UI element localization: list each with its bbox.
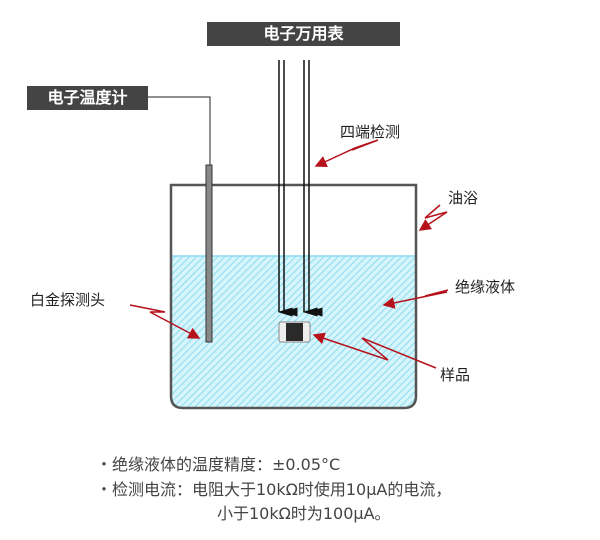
note-current-2: 小于10kΩ时为100μA。 xyxy=(217,504,391,523)
thermometer-label: 电子温度计 xyxy=(27,86,148,110)
sample-chip xyxy=(278,321,311,343)
sample-label: 样品 xyxy=(440,366,471,384)
platinum-probe-label: 白金探测头 xyxy=(30,291,106,309)
oil-bath-label: 油浴 xyxy=(448,189,479,207)
multimeter-label: 电子万用表 xyxy=(207,22,400,46)
arrow-sample xyxy=(312,332,437,369)
insulating-liquid-label: 绝缘液体 xyxy=(455,278,516,296)
arrow-platinum-probe xyxy=(129,304,201,339)
arrow-oil-bath xyxy=(418,204,448,231)
platinum-probe xyxy=(205,164,213,343)
arrow-insulating-liquid xyxy=(382,289,449,309)
four-terminal-label: 四端检测 xyxy=(340,123,401,141)
four-terminal-wires xyxy=(277,60,323,317)
oil-bath-beaker xyxy=(169,183,418,410)
arrow-four-terminal xyxy=(314,139,379,168)
note-current-1: ・检测电流：电阻大于10kΩ时使用10μA的电流， xyxy=(96,480,452,499)
note-temperature-accuracy: ・绝缘液体的温度精度：±0.05°C xyxy=(96,455,341,474)
